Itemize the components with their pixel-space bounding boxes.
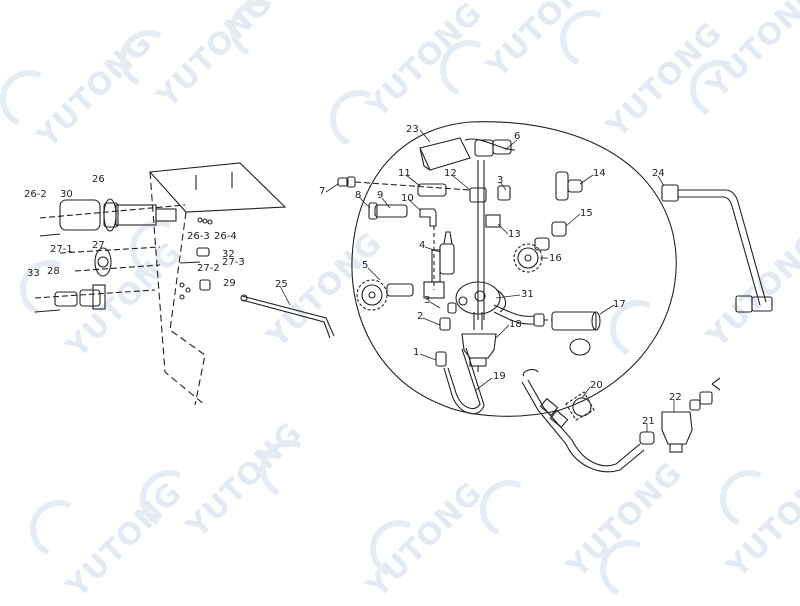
part-label-30: 30: [60, 189, 73, 200]
part-label-5: 5: [362, 260, 369, 271]
part-label-9: 9: [377, 190, 384, 201]
part-label-26-3: 26-3: [187, 231, 210, 242]
part-label-27-1: 27-1: [50, 244, 73, 255]
part-label-27-3: 27-3: [222, 257, 245, 268]
part-label-13: 13: [508, 229, 521, 240]
part-label-16: 16: [549, 253, 562, 264]
detail-circle: [351, 121, 677, 417]
mounting-bracket: [148, 162, 287, 406]
part-label-33: 33: [27, 268, 40, 279]
part-label-26-2: 26-2: [24, 189, 47, 200]
part-label-21: 21: [642, 416, 655, 427]
part-label-1: 1: [413, 347, 420, 358]
cylinder-assembly: [39, 198, 186, 237]
part-label-29: 29: [223, 278, 236, 289]
valve-body: [423, 231, 601, 356]
hex-wrench-25: [240, 294, 335, 339]
part-label-26: 26: [92, 174, 105, 185]
part-label-19: 19: [493, 371, 506, 382]
part-label-23: 23: [406, 124, 419, 135]
part-label-28: 28: [47, 266, 60, 277]
gear-knob-5: [356, 279, 414, 311]
part-label-3a: 3: [497, 175, 504, 186]
part-label-15: 15: [580, 208, 593, 219]
part-label-17: 17: [613, 299, 626, 310]
bolts: [179, 217, 213, 300]
part-label-4: 4: [419, 240, 426, 251]
pipe-24: [661, 184, 773, 313]
hose-assembly-20: [521, 368, 645, 473]
flange-27: [59, 246, 161, 277]
leader-lines: [279, 129, 675, 432]
part-label-12: 12: [444, 168, 457, 179]
part-label-20: 20: [590, 380, 603, 391]
part-label-6: 6: [514, 131, 521, 142]
part-label-27: 27: [92, 240, 105, 251]
hose-19: [443, 347, 485, 415]
gear-knob-16: [513, 237, 550, 273]
part-label-22: 22: [669, 392, 682, 403]
part-label-27-2: 27-2: [197, 263, 220, 274]
part-label-8: 8: [355, 190, 362, 201]
part-label-18: 18: [509, 319, 522, 330]
filter-22: [639, 377, 721, 453]
part-label-24: 24: [652, 168, 665, 179]
part-label-25: 25: [275, 279, 288, 290]
part-label-31: 31: [521, 289, 534, 300]
part-label-11: 11: [398, 168, 411, 179]
part-label-7: 7: [319, 186, 326, 197]
part-label-3b: 3: [424, 295, 431, 306]
small-fittings: [435, 302, 457, 367]
part-label-14: 14: [593, 168, 606, 179]
part-label-10: 10: [401, 193, 414, 204]
part-label-26-4: 26-4: [214, 231, 237, 242]
part-label-2: 2: [417, 311, 424, 322]
part-label-32: 32: [222, 249, 235, 260]
shaft-28: [34, 284, 156, 313]
fittings-row: [337, 139, 583, 320]
